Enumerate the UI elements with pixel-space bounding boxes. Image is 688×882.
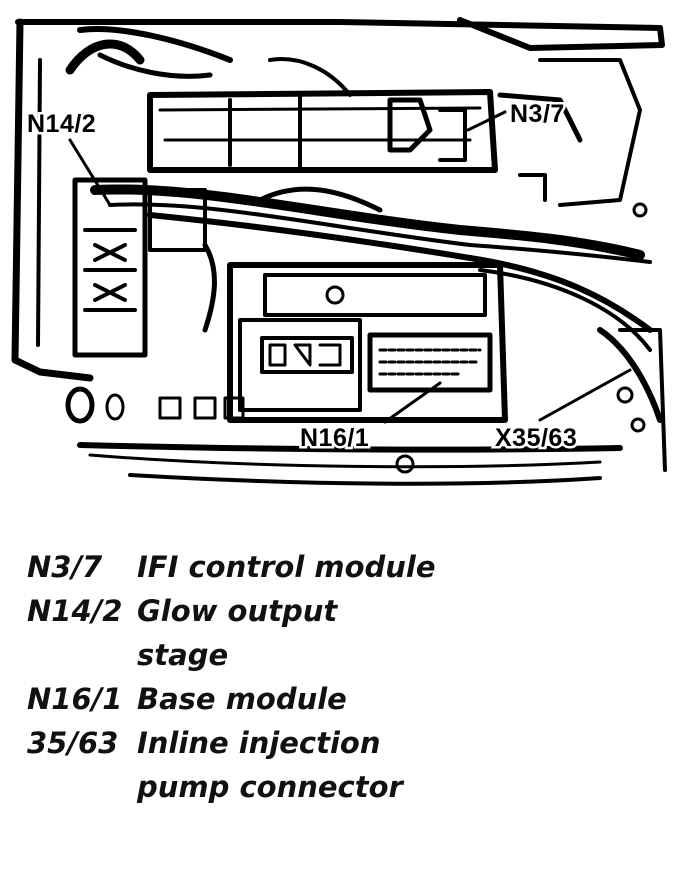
legend-item: N3/7 IFI control module (27, 545, 437, 589)
component-location-figure: N3/7 N14/2 N16/1 X35/63 (11, 17, 667, 486)
legend-item: 35/63 Inline injection pump connector (27, 721, 437, 809)
callout-x35-63: X35/63 (495, 424, 577, 452)
legend-code: N16/1 (27, 682, 123, 716)
component-legend: N3/7 IFI control module N14/2 Glow outpu… (27, 545, 437, 809)
legend-description: Base module (137, 682, 347, 716)
legend-item: N16/1 Base module (27, 677, 437, 721)
legend-code: N14/2 (27, 594, 123, 628)
callout-n14-2: N14/2 (27, 110, 96, 138)
legend-description: Inline injection pump connector (137, 726, 403, 804)
callout-n16-1: N16/1 (300, 424, 369, 452)
callout-n3-7: N3/7 (510, 100, 565, 128)
legend-item: N14/2 Glow output stage (27, 589, 437, 677)
engine-bay-illustration (11, 17, 667, 486)
legend-description: Glow output stage (137, 594, 338, 672)
legend-description: IFI control module (137, 550, 436, 584)
legend-code: N3/7 (27, 550, 103, 584)
legend-code: 35/63 (27, 726, 119, 760)
